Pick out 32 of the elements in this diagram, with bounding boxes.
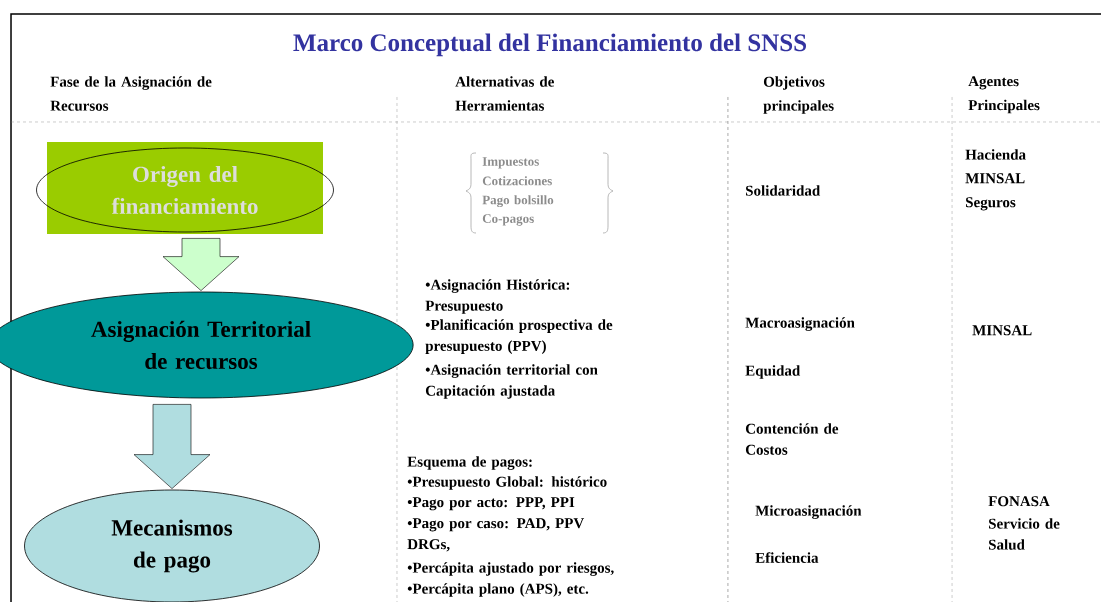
agent-text: Hacienda (965, 149, 1026, 160)
brace-item: Co-pagos (482, 214, 534, 226)
bullet-text: •Percápita plano (APS), etc. (407, 583, 589, 597)
bullet-text: •Presupuesto Global: histórico (407, 476, 607, 490)
block-arrow (162, 238, 240, 291)
agent-text: FONASA (988, 496, 1050, 507)
brace-item: Cotizaciones (482, 176, 552, 186)
objective-text: Contención de Costos (745, 423, 839, 455)
objective-text: Eficiencia (755, 552, 819, 563)
agent-text: MINSAL (972, 325, 1032, 336)
objective-text: Macroasignación (745, 317, 855, 331)
column-header: Fase de la Asignación de Recursos (50, 76, 212, 111)
bullet-text: •Pago por acto: PPP, PPI (407, 497, 575, 511)
bullet-text: •Asignación Histórica: Presupuesto (425, 279, 570, 314)
ellipse-node: Mecanismos de pago (24, 489, 320, 602)
agent-text: Servicio de Salud (989, 518, 1060, 550)
objective-text: Microasignación (755, 505, 862, 519)
agent-text: Seguros (966, 197, 1016, 211)
brace-item: Impuestos (482, 157, 539, 169)
bullet-text: •Percápita ajustado por riesgos, (407, 562, 614, 576)
block-arrow (133, 404, 211, 489)
scheme-heading: Esquema de pagos: (407, 456, 532, 470)
objective-text: Solidaridad (746, 185, 821, 196)
agent-text: MINSAL (965, 173, 1025, 184)
column-header: Objetivos principales (763, 76, 834, 114)
ellipse-node: Origen del financiamiento (36, 142, 334, 234)
brace-item: Pago bolsillo (482, 195, 554, 208)
objective-text: Equidad (745, 365, 801, 379)
bullet-text: •Pago por caso: PAD, PPV DRGs, (407, 518, 585, 552)
column-header: Agentes Principales (968, 76, 1040, 114)
title: Marco Conceptual del Financiamiento del SNSS (293, 33, 806, 57)
column-header: Alternativas de Herramientas (455, 76, 554, 111)
